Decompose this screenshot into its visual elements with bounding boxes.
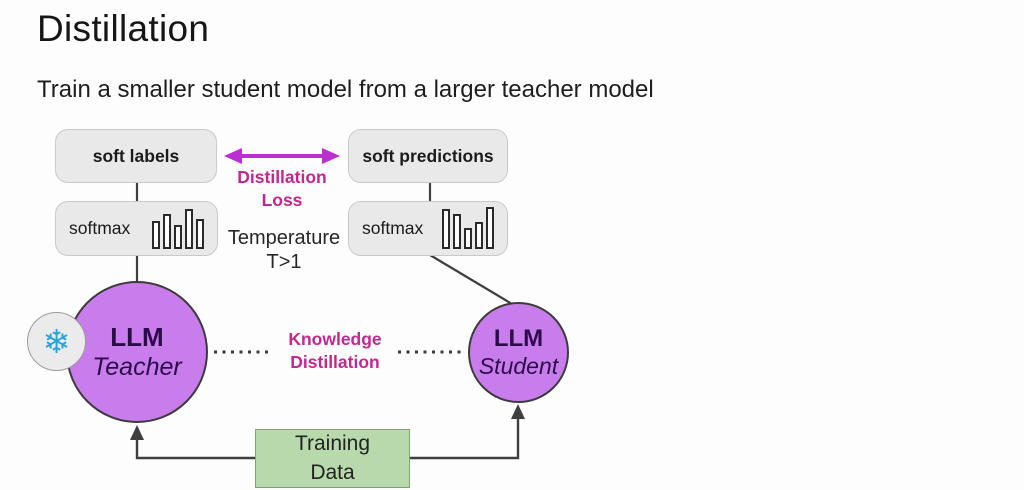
bar [453, 213, 461, 249]
llm-teacher-circle: LLM Teacher [66, 281, 208, 423]
soft-labels-text: soft labels [92, 145, 180, 166]
knowledge-distillation-label: Knowledge Distillation [288, 329, 382, 372]
temperature-label: Temperature T>1 [227, 227, 341, 273]
softmax-student-label: softmax [362, 218, 424, 238]
bar [486, 206, 494, 249]
probability-bars-icon [442, 206, 494, 250]
student-llm-text: LLM [493, 325, 544, 352]
probability-bars-icon [152, 208, 204, 250]
softmax-teacher-label: softmax [69, 218, 131, 238]
bar [185, 208, 193, 249]
arrowhead-student-icon [511, 404, 525, 419]
soft-predictions-text: soft predictions [362, 145, 494, 166]
bar [442, 208, 450, 249]
page-title: Distillation [37, 8, 210, 49]
soft-predictions-box: soft predictions [348, 129, 508, 183]
arrowhead-left-icon [224, 148, 242, 164]
page-subtitle: Train a smaller student model from a lar… [37, 76, 654, 103]
softmax-teacher-box: softmax [55, 201, 218, 256]
bar [163, 213, 171, 249]
arrowhead-right-icon [322, 148, 340, 164]
bar [196, 218, 204, 249]
training-data-box: Training Data [255, 429, 410, 488]
student-role-text: Student [478, 353, 559, 379]
frozen-badge: ❄ [27, 312, 86, 371]
llm-student-circle: LLM Student [468, 302, 569, 403]
wire-softmax-student [429, 254, 518, 308]
softmax-student-box: softmax [348, 201, 508, 256]
distillation-loss-label: Distillation Loss [237, 167, 327, 210]
teacher-llm-text: LLM [110, 322, 164, 352]
wire-training-student [410, 413, 520, 460]
soft-labels-box: soft labels [55, 129, 217, 183]
wire-training-teacher [135, 433, 255, 460]
bar [475, 221, 483, 249]
teacher-role-text: Teacher [92, 353, 182, 381]
snowflake-icon: ❄ [42, 322, 71, 361]
arrowhead-teacher-icon [130, 425, 144, 440]
bar [174, 224, 182, 249]
bar [464, 227, 472, 249]
bar [152, 220, 160, 249]
